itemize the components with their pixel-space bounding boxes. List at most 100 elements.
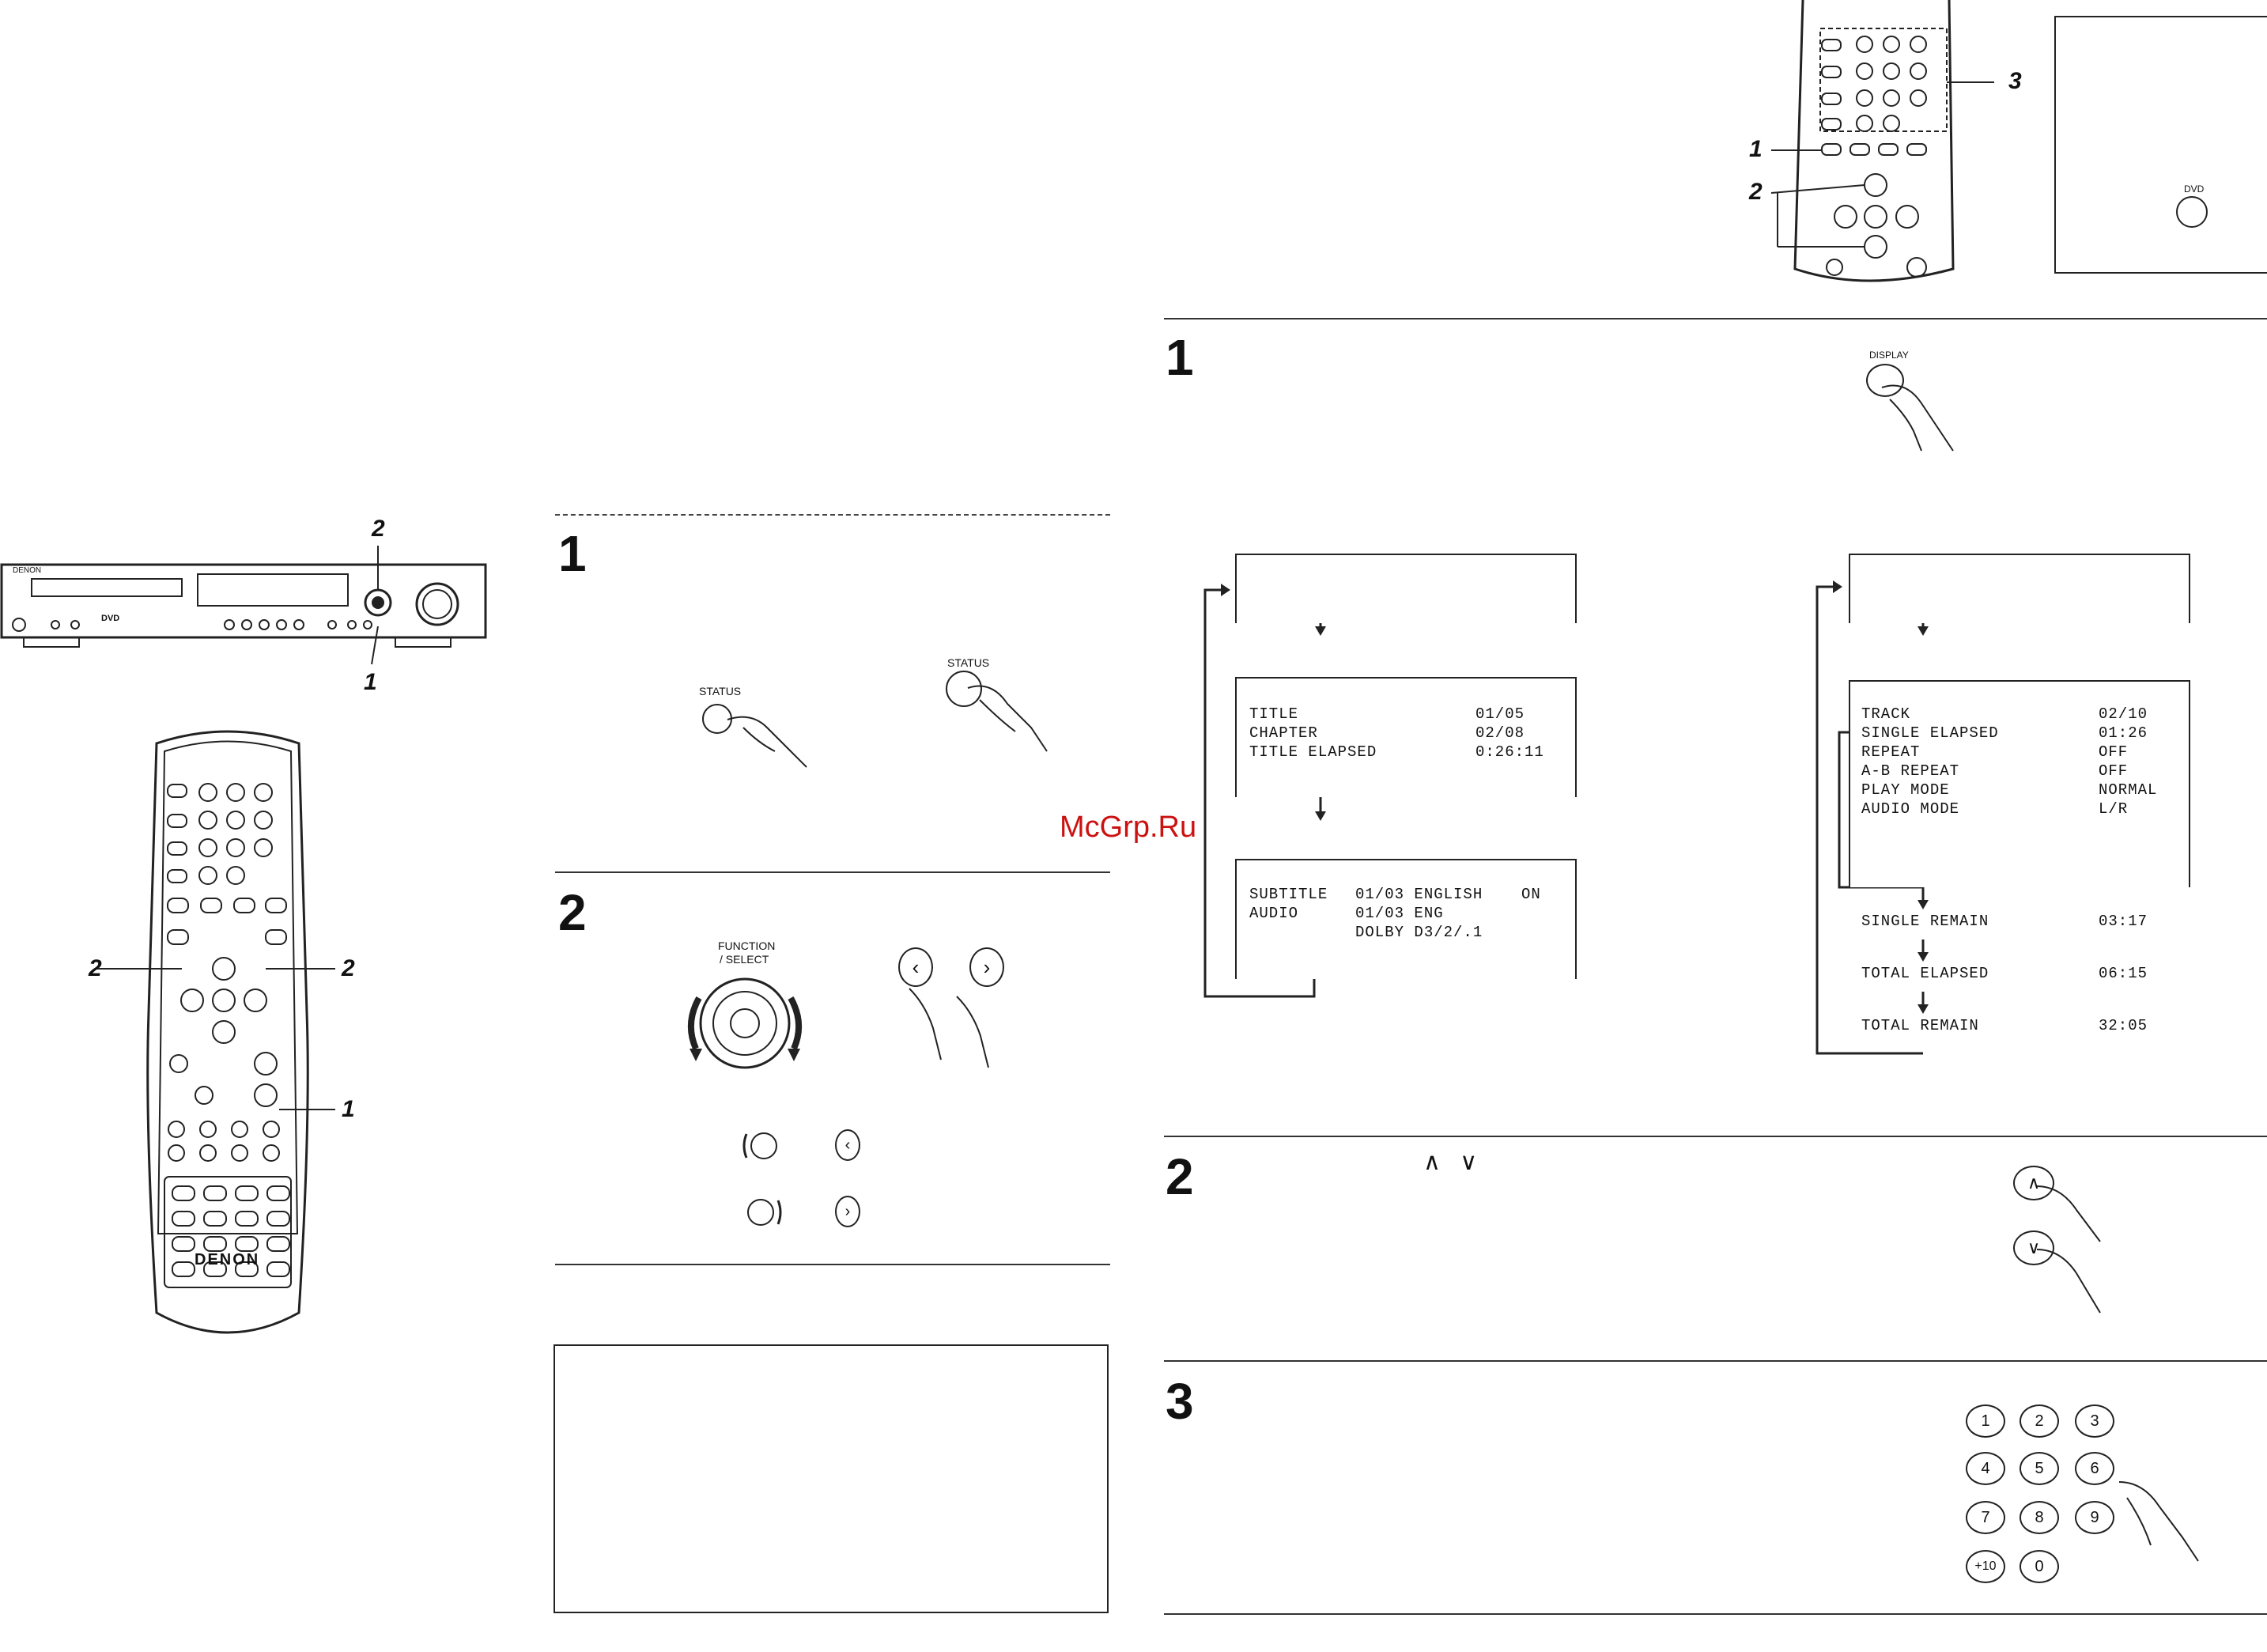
dvd-s3-row1-state: ON <box>1521 886 1541 903</box>
callout-2-right-remote: 2 <box>1749 179 1763 205</box>
divider-mid-top <box>555 514 1110 516</box>
divider-right-bottom <box>1164 1613 2267 1615</box>
cd-extra-label-0: SINGLE REMAIN <box>1861 913 1989 930</box>
dvd-s2-label-2: TITLE ELAPSED <box>1249 743 1377 761</box>
cd-s2-label-0: TRACK <box>1861 705 1911 723</box>
front-panel-drawing <box>0 546 487 665</box>
cd-s2-value-2: OFF <box>2099 743 2129 761</box>
cd-s2-label-3: A-B REPEAT <box>1861 762 1960 780</box>
divider-right-step3 <box>1164 1360 2267 1362</box>
keypad-9[interactable]: 9 <box>2075 1501 2114 1534</box>
cd-extra-label-1: TOTAL ELAPSED <box>1861 965 1989 982</box>
hands-pressing-icon <box>2036 1185 2101 1314</box>
watermark: McGrp.Ru <box>1060 811 1197 844</box>
cd-s2-label-4: PLAY MODE <box>1861 781 1950 799</box>
keypad-0[interactable]: 0 <box>2020 1550 2059 1583</box>
hand-pointer-icon <box>727 716 807 768</box>
left-arrow-button[interactable]: ‹ <box>898 947 933 987</box>
dvd-screen-3 <box>1235 859 1577 979</box>
cd-extra-value-0: 03:17 <box>2099 913 2148 930</box>
down-arrow-button[interactable]: ∨ <box>2013 1230 2054 1265</box>
step2-arrow-symbols: ∧ ∨ <box>1423 1149 1484 1175</box>
right-step-1-number: 1 <box>1166 329 1194 386</box>
status-label-a: STATUS <box>699 685 742 697</box>
dvd-s3-row3-value: DOLBY D3/2/.1 <box>1355 924 1483 941</box>
cd-flow-lines <box>1815 580 1929 1055</box>
cd-s2-value-1: 01:26 <box>2099 724 2148 742</box>
cd-extra-label-2: TOTAL REMAIN <box>1861 1017 1979 1034</box>
dial-cw-icon <box>747 1199 782 1226</box>
cd-s2-value-3: OFF <box>2099 762 2129 780</box>
function-select-label-1: FUNCTION <box>718 939 776 952</box>
function-select-dial[interactable] <box>680 966 814 1085</box>
mid-step-2-number: 2 <box>558 884 587 941</box>
hands-pressing-icon <box>909 988 989 1068</box>
cd-s2-label-1: SINGLE ELAPSED <box>1861 724 1999 742</box>
remote-partial-illustration <box>1770 0 1994 282</box>
cd-s2-value-4: NORMAL <box>2099 781 2158 799</box>
cd-extra-value-1: 06:15 <box>2099 965 2148 982</box>
callout-2-remote-right: 2 <box>342 955 355 981</box>
dvd-s2-label-1: CHAPTER <box>1249 724 1318 742</box>
display-button[interactable] <box>1866 364 1904 397</box>
dvd-s2-value-1: 02/08 <box>1475 724 1525 742</box>
dvd-screen-1 <box>1235 554 1577 623</box>
keypad-2[interactable]: 2 <box>2020 1404 2059 1438</box>
dvd-flow-lines <box>1203 584 1326 998</box>
keypad-4[interactable]: 4 <box>1966 1452 2005 1485</box>
keypad-5[interactable]: 5 <box>2020 1452 2059 1485</box>
dvd-s2-label-0: TITLE <box>1249 705 1299 723</box>
note-box <box>554 1344 1109 1613</box>
dvd-button[interactable] <box>2176 196 2208 228</box>
dvd-s3-row1-label: SUBTITLE <box>1249 886 1328 903</box>
keypad-7[interactable]: 7 <box>1966 1501 2005 1534</box>
dvd-s2-value-2: 0:26:11 <box>1475 743 1544 761</box>
cd-extra-value-2: 32:05 <box>2099 1017 2148 1034</box>
cd-screen-2 <box>1849 680 2190 887</box>
remote-brand: DENON <box>195 1251 260 1268</box>
callout-1-front: 1 <box>364 669 377 695</box>
right-step-3-number: 3 <box>1166 1373 1194 1430</box>
keypad-8[interactable]: 8 <box>2020 1501 2059 1534</box>
keypad-3[interactable]: 3 <box>2075 1404 2114 1438</box>
cd-s2-label-2: REPEAT <box>1861 743 1921 761</box>
dial-ccw-icon <box>742 1132 777 1159</box>
dvd-screen-2 <box>1235 677 1577 797</box>
front-panel-brand: DENON <box>13 566 42 575</box>
display-button-label: DISPLAY <box>1869 350 1909 361</box>
dvd-s3-row2-value: 01/03 ENG <box>1355 905 1444 922</box>
callout-2-remote-left: 2 <box>89 955 102 981</box>
front-panel-dvd-logo: DVD <box>101 614 120 623</box>
callout-2-front: 2 <box>372 516 385 542</box>
up-arrow-button[interactable]: ∧ <box>2013 1166 2054 1200</box>
remote-outline <box>96 730 335 1334</box>
dvd-s3-row1-value: 01/03 ENGLISH <box>1355 886 1483 903</box>
dvd-button-box <box>2054 16 2267 274</box>
divider-mid-step2 <box>555 871 1110 873</box>
callout-1-right-remote: 1 <box>1749 136 1763 162</box>
left-arrow-small-icon: ‹ <box>835 1129 860 1161</box>
keypad-1[interactable]: 1 <box>1966 1404 2005 1438</box>
cd-s2-value-5: L/R <box>2099 800 2129 818</box>
callout-3-right-remote: 3 <box>2008 68 2022 94</box>
cd-s2-label-5: AUDIO MODE <box>1861 800 1960 818</box>
hand-pointer-icon <box>2118 1481 2199 1562</box>
divider-right-step2 <box>1164 1136 2267 1137</box>
keypad-6[interactable]: 6 <box>2075 1452 2114 1485</box>
status-button-b[interactable] <box>946 671 982 707</box>
keypad-plus10[interactable]: +10 <box>1966 1550 2005 1583</box>
dvd-s3-row2-label: AUDIO <box>1249 905 1299 922</box>
right-arrow-button[interactable]: › <box>969 947 1004 987</box>
cd-screen-1 <box>1849 554 2190 623</box>
right-arrow-small-icon: › <box>835 1196 860 1227</box>
divider-mid-bottom <box>555 1264 1110 1265</box>
cd-s2-value-0: 02/10 <box>2099 705 2148 723</box>
right-step-2-number: 2 <box>1166 1148 1194 1205</box>
hand-pointer-icon <box>967 685 1048 752</box>
callout-1-remote: 1 <box>342 1096 355 1122</box>
function-select-label-2: / SELECT <box>720 953 769 966</box>
hand-pointer-icon <box>1881 384 1954 452</box>
status-label-b: STATUS <box>947 656 990 669</box>
mid-step-1-number: 1 <box>558 525 587 582</box>
dvd-button-label: DVD <box>2184 183 2205 195</box>
